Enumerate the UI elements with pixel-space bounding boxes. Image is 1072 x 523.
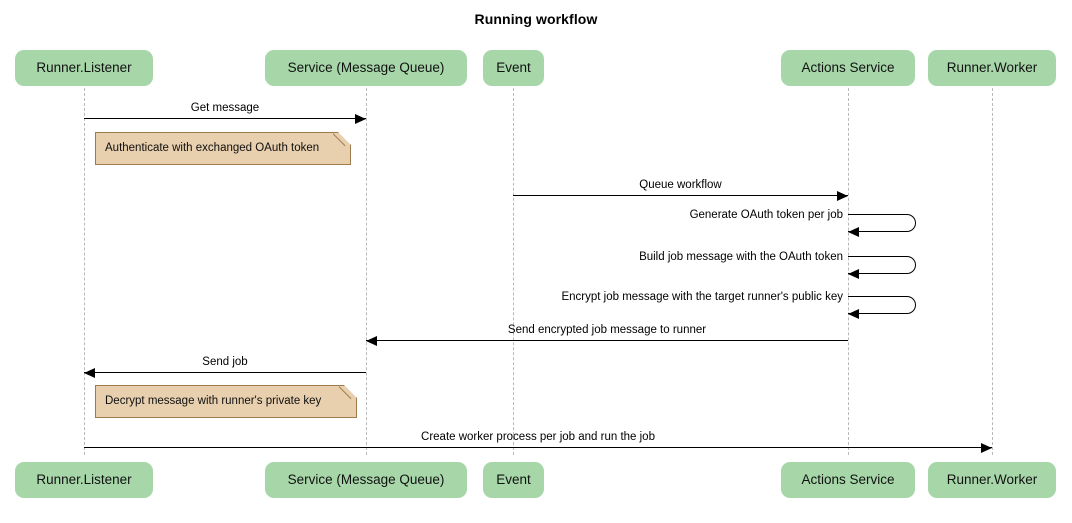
participant-label: Runner.Worker (946, 472, 1038, 488)
message-line-create-worker-process (84, 447, 992, 448)
participant-event-bottom[interactable]: Event (483, 462, 544, 498)
participant-label: Event (496, 60, 531, 76)
arrow-head-build-job-message (848, 269, 859, 279)
page-title: Running workflow (474, 11, 598, 27)
note-fold-icon (338, 132, 351, 145)
message-line-get-message (84, 118, 366, 119)
note-authenticate: Authenticate with exchanged OAuth token (95, 132, 351, 165)
participant-runner-listener-top[interactable]: Runner.Listener (15, 50, 153, 86)
message-line-queue-workflow (513, 195, 848, 196)
message-label-send-job: Send job (202, 356, 248, 368)
arrow-head-queue-workflow (837, 190, 848, 201)
participant-runner-worker-top[interactable]: Runner.Worker (928, 50, 1056, 86)
note-decrypt: Decrypt message with runner's private ke… (95, 385, 357, 418)
arrow-head-send-encrypted-job-message (366, 335, 377, 346)
participant-actions-service-top[interactable]: Actions Service (781, 50, 915, 86)
participant-label: Runner.Listener (36, 472, 132, 488)
participant-actions-service-bottom[interactable]: Actions Service (781, 462, 915, 498)
arrow-head-encrypt-job-message (848, 309, 859, 319)
message-label-build-job-message: Build job message with the OAuth token (639, 251, 843, 263)
message-label-encrypt-job-message: Encrypt job message with the target runn… (561, 291, 843, 303)
arrow-head-get-message (355, 113, 366, 124)
participant-label: Runner.Worker (946, 60, 1038, 76)
participant-label: Service (Message Queue) (287, 60, 445, 76)
participant-label: Actions Service (801, 472, 895, 488)
note-fold-icon (344, 385, 357, 398)
message-line-send-encrypted-job-message (366, 340, 848, 341)
arrow-head-generate-oauth-token-per-job (848, 227, 859, 237)
participant-runner-listener-bottom[interactable]: Runner.Listener (15, 462, 153, 498)
participant-label: Event (496, 472, 531, 488)
participant-label: Runner.Listener (36, 60, 132, 76)
arrow-head-create-worker-process (981, 442, 992, 453)
note-label: Authenticate with exchanged OAuth token (105, 141, 320, 154)
participant-label: Actions Service (801, 60, 895, 76)
self-loop-generate-oauth-token-per-job (848, 214, 916, 232)
self-loop-build-job-message (848, 256, 916, 274)
lifeline-service-message-queue (366, 88, 367, 455)
participant-event-top[interactable]: Event (483, 50, 544, 86)
note-label: Decrypt message with runner's private ke… (105, 394, 322, 407)
message-line-send-job (84, 372, 366, 373)
message-label-queue-workflow: Queue workflow (639, 179, 722, 191)
lifeline-event (513, 88, 514, 455)
lifeline-runner-worker (992, 88, 993, 455)
participant-runner-worker-bottom[interactable]: Runner.Worker (928, 462, 1056, 498)
participant-service-message-queue-top[interactable]: Service (Message Queue) (265, 50, 467, 86)
message-label-send-encrypted-job-message: Send encrypted job message to runner (507, 324, 707, 336)
arrow-head-send-job (84, 367, 95, 378)
lifeline-runner-listener (84, 88, 85, 455)
participant-service-message-queue-bottom[interactable]: Service (Message Queue) (265, 462, 467, 498)
message-label-create-worker-process: Create worker process per job and run th… (421, 431, 655, 443)
message-label-get-message: Get message (190, 102, 260, 114)
participant-label: Service (Message Queue) (287, 472, 445, 488)
message-label-generate-oauth-token-per-job: Generate OAuth token per job (689, 209, 843, 221)
self-loop-encrypt-job-message (848, 296, 916, 314)
